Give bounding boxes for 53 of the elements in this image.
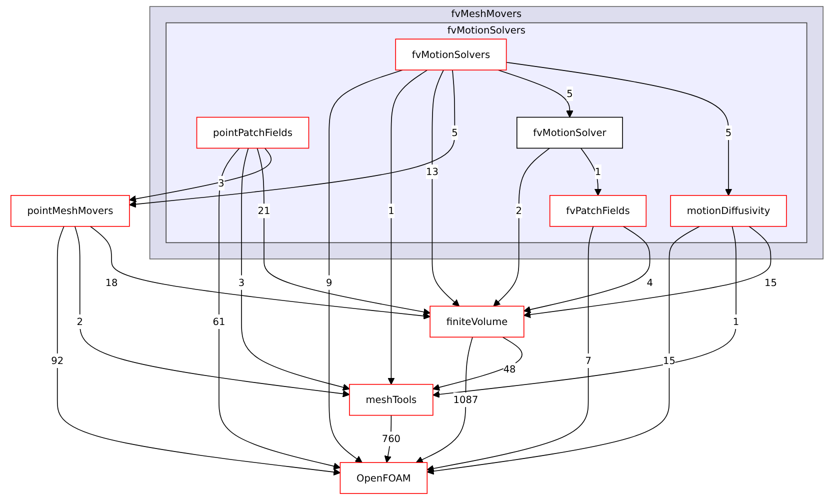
edge-label: 15 [663, 355, 676, 366]
edge-label: 21 [258, 205, 270, 217]
arrow [90, 226, 430, 320]
edge-label: 4 [646, 276, 653, 288]
arrow [432, 226, 736, 398]
edge-label: 5 [725, 127, 732, 138]
node-box: pointMeshMovers [10, 195, 130, 227]
edge-label: 7 [585, 355, 592, 366]
edge-label: 61 [212, 316, 226, 328]
arrow [74, 226, 350, 398]
arrow [129, 148, 272, 202]
node-box: OpenFOAM [340, 462, 428, 494]
node-box: pointPatchFields [196, 116, 310, 149]
edge-label: 1 [732, 316, 740, 328]
arrow [506, 62, 732, 196]
edge-label: 18 [105, 276, 118, 288]
arrow [218, 148, 341, 470]
edge-label: 760 [382, 433, 401, 445]
arrow [256, 148, 430, 316]
edge-label: 1 [388, 205, 394, 217]
arrow [388, 70, 428, 385]
edge-label: 3 [218, 178, 224, 189]
arrow [426, 226, 594, 472]
arrow [493, 148, 550, 307]
arrow [56, 226, 341, 476]
edge-label: 2 [76, 316, 83, 328]
arrow [432, 70, 460, 307]
edge-label: 92 [51, 355, 64, 366]
arrow [432, 336, 522, 391]
node-box: fvPatchFields [549, 195, 647, 227]
arrow [241, 148, 350, 391]
edge-label: 5 [452, 127, 458, 138]
node-box: meshTools [349, 384, 434, 416]
arrow [416, 336, 473, 463]
edge-label: 48 [503, 363, 516, 375]
edge-label: 3 [238, 276, 245, 288]
edge-label: 1 [594, 166, 602, 178]
node-box: fvMotionSolvers [395, 38, 507, 70]
edge-label: 9 [326, 276, 332, 288]
edge-label: 13 [426, 166, 438, 178]
edge-label: 2 [516, 205, 522, 217]
arrow [498, 70, 574, 118]
edge-label: 1087 [453, 394, 478, 406]
node-box: finiteVolume [430, 306, 524, 338]
edge-label: 5 [566, 88, 573, 100]
arrow [426, 226, 700, 475]
node-box: fvMotionSolver [516, 116, 623, 149]
node-box: motionDiffusivity [670, 195, 787, 227]
arrow [524, 226, 772, 318]
edge-label: 15 [764, 276, 777, 288]
arrow [580, 148, 602, 196]
arrow [129, 70, 456, 208]
arrow [524, 226, 650, 314]
